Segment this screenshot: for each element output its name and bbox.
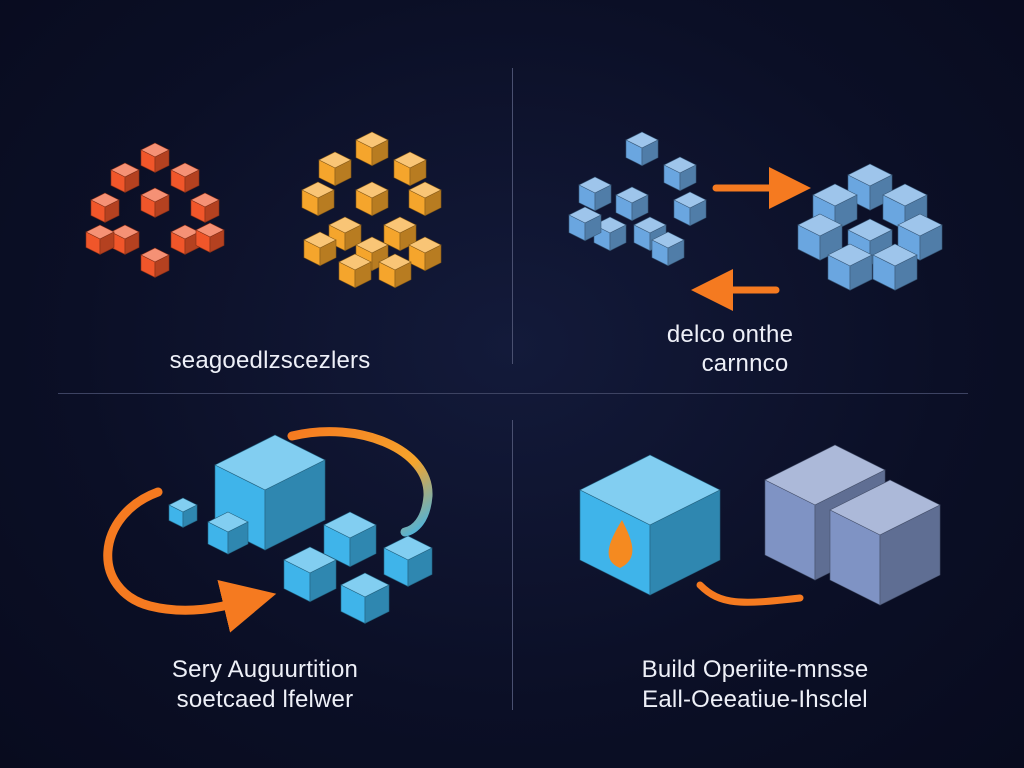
red-cube	[190, 192, 220, 223]
red-cube	[90, 192, 120, 223]
red-cube	[195, 222, 225, 253]
blue-cube	[663, 156, 697, 192]
red-orange-cube-cluster	[85, 131, 442, 289]
blue-cube	[568, 206, 602, 242]
caption-bottom-right-line1: Build Operiite-mnsse	[641, 656, 869, 683]
orange-cube	[355, 181, 389, 217]
orange-cube	[383, 216, 417, 252]
vertical-divider-bottom	[512, 420, 513, 710]
cycle-arrow-lower-icon	[103, 487, 277, 633]
cyan-cube	[283, 546, 337, 603]
blue-cube	[625, 131, 659, 167]
orange-cube	[393, 151, 427, 187]
red-cube	[170, 162, 200, 193]
build-cube	[579, 454, 721, 596]
red-cube	[110, 224, 140, 255]
cyan-cube-small	[168, 497, 198, 528]
caption-bottom-right-line2: Eall-Oeeatiue-Ihsclel	[642, 686, 868, 713]
orange-cube	[338, 253, 372, 289]
connector-arrow-icon	[696, 581, 804, 606]
cyan-cube	[207, 511, 249, 555]
orange-cube	[301, 181, 335, 217]
cyan-block-large	[214, 434, 326, 551]
orange-cube	[408, 236, 442, 272]
red-cube	[85, 224, 115, 255]
cyan-cube-cycle	[168, 434, 433, 624]
red-cube	[140, 187, 170, 218]
horizontal-divider	[58, 393, 968, 394]
caption-top-right-line1: delco onthe	[666, 321, 794, 348]
orange-cube	[318, 151, 352, 187]
slate-block	[829, 479, 941, 606]
caption-top-right-line2: carnnco	[701, 350, 789, 377]
cycle-arrow-upper-icon	[287, 427, 433, 537]
cyan-cube	[323, 511, 377, 568]
blue-cube-transform	[568, 131, 943, 291]
caption-bottom-left-line2: soetcaed lfelwer	[176, 686, 354, 713]
cyan-cube	[383, 535, 433, 587]
red-cube	[140, 142, 170, 173]
blue-cube-large	[872, 243, 918, 291]
blue-cube-large	[847, 163, 893, 211]
red-cube	[110, 162, 140, 193]
blue-cube	[673, 191, 707, 227]
orange-cube	[408, 181, 442, 217]
blue-cube	[578, 176, 612, 212]
flame-icon	[608, 520, 633, 568]
cyan-cube	[340, 572, 390, 624]
build-cube-pair	[579, 444, 941, 606]
vertical-divider-top	[512, 68, 513, 364]
orange-cube	[378, 253, 412, 289]
blue-cube	[651, 231, 685, 267]
red-cube	[140, 247, 170, 278]
blue-cube-large	[897, 213, 943, 261]
blue-cube	[615, 186, 649, 222]
red-cube	[170, 224, 200, 255]
caption-top-left: seagoedlzscezlers	[169, 347, 371, 374]
caption-bottom-left-line1: Sery Auguurtition	[171, 656, 359, 683]
blue-cube-large	[827, 243, 873, 291]
blue-cube-large	[797, 213, 843, 261]
orange-cube	[355, 131, 389, 167]
orange-cube	[303, 231, 337, 267]
